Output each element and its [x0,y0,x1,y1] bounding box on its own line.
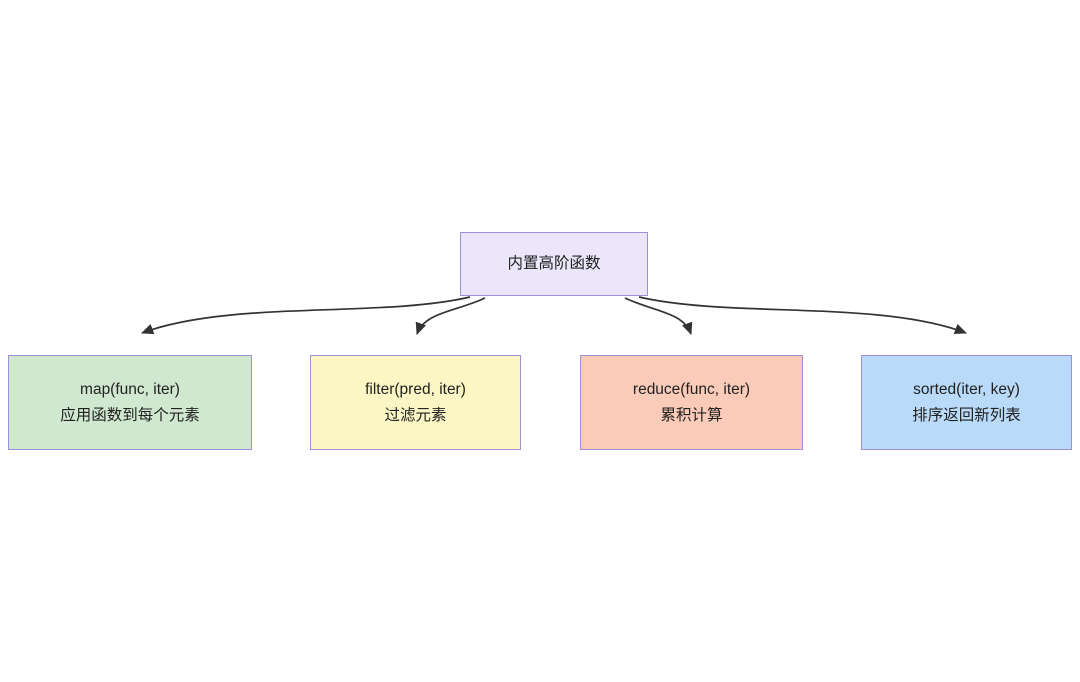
edge-root-to-map [141,296,471,335]
node-reduce-description: 累积计算 [660,406,723,424]
node-filter-signature: filter(pred, iter) [365,380,466,398]
node-filter[interactable]: filter(pred, iter) 过滤元素 [310,355,521,450]
node-root[interactable]: 内置高阶函数 [460,232,648,296]
node-sorted[interactable]: sorted(iter, key) 排序返回新列表 [861,355,1072,450]
node-reduce[interactable]: reduce(func, iter) 累积计算 [580,355,803,450]
edge-root-to-filter [415,297,486,335]
node-map-description: 应用函数到每个元素 [60,406,200,424]
node-map[interactable]: map(func, iter) 应用函数到每个元素 [8,355,252,450]
node-sorted-signature: sorted(iter, key) [913,380,1020,398]
node-filter-description: 过滤元素 [384,406,447,424]
edge-root-to-reduce [624,297,693,335]
node-map-signature: map(func, iter) [80,380,180,398]
edge-root-to-sorted [638,296,967,335]
node-root-label: 内置高阶函数 [507,255,601,272]
node-sorted-description: 排序返回新列表 [912,406,1021,424]
node-reduce-signature: reduce(func, iter) [632,380,751,398]
